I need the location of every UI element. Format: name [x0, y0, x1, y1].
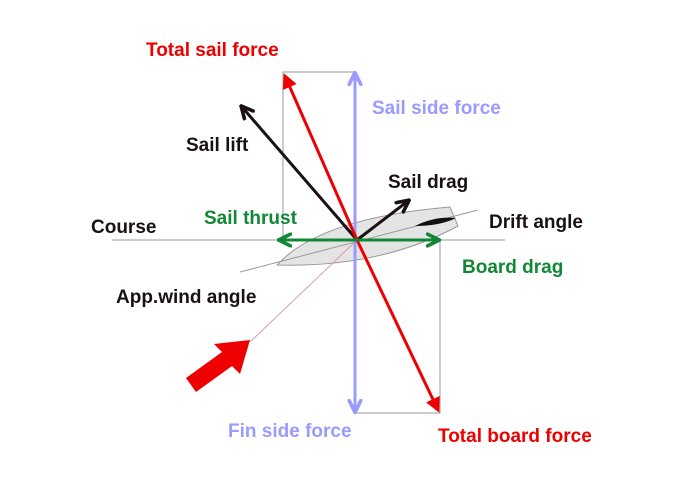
board-force-rectangle — [355, 240, 441, 414]
total-board-force-arrow — [355, 239, 440, 413]
sail-lift-arrow — [242, 107, 359, 241]
apparent-wind-line — [249, 239, 358, 343]
total-sail-force-label: Total sail force — [146, 40, 279, 61]
sail-force-rectangle — [282, 71, 355, 240]
total-sail-force-arrow — [282, 73, 359, 241]
drift-angle-label: Drift angle — [489, 212, 583, 233]
course-label: Course — [91, 217, 157, 238]
fin-icon — [415, 217, 456, 226]
wind-arrow-icon — [186, 340, 250, 392]
fin-side-force-label: Fin side force — [228, 421, 352, 442]
sail-drag-label: Sail drag — [388, 172, 469, 193]
sail-lift-label: Sail lift — [186, 135, 249, 156]
total-board-force-label: Total board force — [438, 426, 592, 447]
app-wind-angle-label: App.wind angle — [116, 287, 257, 308]
board-hull — [275, 206, 459, 266]
sail-side-force-label: Sail side force — [372, 98, 501, 119]
sail-drag-arrow — [356, 201, 408, 242]
sail-thrust-label: Sail thrust — [204, 208, 297, 229]
board-drag-label: Board drag — [462, 257, 564, 278]
